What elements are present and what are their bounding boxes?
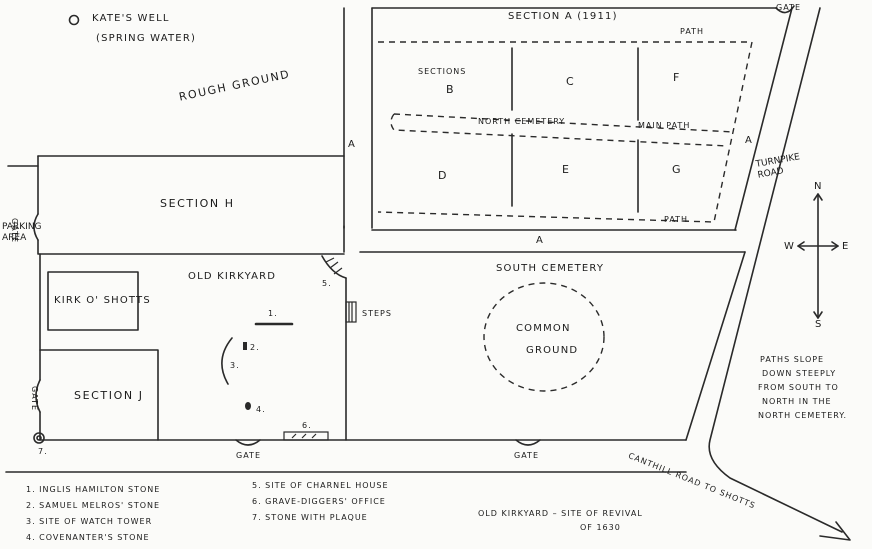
- path-top-label: Path: [680, 27, 705, 36]
- section-h-south-edge: [37, 239, 345, 255]
- section-e-label: E: [562, 163, 571, 176]
- turnpike-road-east-edge: [708, 7, 843, 533]
- section-c-label: C: [566, 75, 576, 88]
- gate-bottom-left-arc: [35, 379, 41, 413]
- gate-bottom-mid-arc: [235, 439, 261, 446]
- site-number-6: 6.: [302, 421, 312, 430]
- caption-line-1: Old Kirkyard – Site of Revival: [478, 509, 643, 518]
- site-number-7: 7.: [38, 447, 48, 456]
- samuel-melros-stone-marker: [243, 342, 247, 350]
- gate-bottom-right-arc: [515, 439, 541, 446]
- site-number-5: 5.: [322, 279, 332, 288]
- common-ground-label-1: Common: [516, 323, 571, 334]
- compass-e-label: E: [842, 241, 850, 252]
- grave-diggers-office: [283, 431, 329, 441]
- section-d-label: D: [438, 169, 449, 182]
- kirk-o-shotts-building: [47, 271, 139, 331]
- covenanters-stone-marker: [245, 402, 251, 410]
- slope-note-line-4: north in the: [762, 397, 832, 406]
- steps-label: Steps: [362, 309, 392, 318]
- kates-well-marker: [68, 14, 80, 26]
- stone-with-plaque-marker: [33, 432, 45, 444]
- road-a-vertical-label: A: [348, 139, 357, 150]
- slope-note-line-3: from south to: [758, 383, 839, 392]
- kates-well-label: Kate's Well: [92, 13, 170, 24]
- common-ground-label-2: Ground: [526, 345, 579, 356]
- stone-with-plaque-inner: [36, 435, 42, 441]
- slope-note-line-1: Paths slope: [760, 355, 825, 364]
- slope-note-line-2: down steeply: [762, 369, 837, 378]
- gate-bottom-left-label: Gate: [30, 386, 39, 411]
- road-a-horizontal-label: A: [536, 235, 545, 246]
- site-number-1: 1.: [268, 309, 278, 318]
- path-mid-label: Path: [664, 215, 689, 224]
- old-kirkyard-label: Old Kirkyard: [188, 271, 277, 282]
- section-h-label: Section H: [160, 197, 235, 210]
- steps-treads: [348, 302, 353, 322]
- steps-marker: [345, 301, 357, 323]
- section-a-label: Section A (1911): [508, 11, 618, 22]
- charnel-house-hatching: [325, 257, 343, 275]
- turnpike-road-west-edge-south: [685, 251, 746, 441]
- main-path-south-edge: [390, 113, 729, 147]
- compass-e-arrow: [831, 241, 839, 251]
- gate-bottom-mid-label: Gate: [236, 451, 261, 460]
- legend-item-7: 7. Stone with Plaque: [252, 513, 368, 522]
- spring-water-label: (Spring Water): [96, 33, 197, 44]
- compass-s-arrow: [813, 311, 823, 319]
- legend-item-1: 1. Inglis Hamilton Stone: [26, 485, 161, 494]
- compass-w-label: W: [784, 241, 796, 252]
- caption-line-2: of 1630: [580, 523, 621, 532]
- north-cemetery-label: North Cemetery: [478, 117, 566, 126]
- main-path-north-edge: [393, 113, 735, 133]
- legend-item-4: 4. Covenanter's Stone: [26, 533, 150, 542]
- site-number-2: 2.: [250, 343, 260, 352]
- gate-top-right-arc: [775, 5, 795, 14]
- kirk-o-shotts-label: Kirk o' Shotts: [54, 295, 151, 306]
- main-path-label: Main Path: [638, 121, 691, 130]
- section-b-label: B: [446, 83, 456, 96]
- north-cemetery-outer-path: [377, 41, 753, 223]
- watch-tower-site-arc: [221, 337, 233, 385]
- gate-left-arc: [33, 213, 39, 241]
- grave-diggers-office-hatching: [291, 433, 317, 439]
- compass-w-arrow: [797, 241, 805, 251]
- south-cemetery-label: South Cemetery: [496, 263, 605, 274]
- compass-n-arrow: [813, 193, 823, 201]
- compass-n-label: N: [814, 181, 823, 192]
- section-j-label: Section J: [74, 389, 144, 402]
- compass-s-label: S: [815, 319, 823, 330]
- road-a-diagonal-label: A: [745, 135, 754, 146]
- canthill-road-arrow: [819, 521, 851, 541]
- slope-note-line-5: North Cemetery.: [758, 411, 848, 420]
- site-number-4: 4.: [256, 405, 266, 414]
- legend-item-6: 6. Grave-Diggers' Office: [252, 497, 386, 506]
- site-number-3: 3.: [230, 361, 240, 370]
- gate-top-right-label: Gate: [776, 3, 801, 12]
- section-g-label: G: [672, 163, 683, 176]
- turnpike-road-west-edge-north: [734, 7, 793, 231]
- section-j-outline: [39, 349, 159, 441]
- common-ground-outline: [483, 282, 605, 392]
- gate-bottom-right-label: Gate: [514, 451, 539, 460]
- legend-item-2: 2. Samuel Melros' Stone: [26, 501, 161, 510]
- legend-item-3: 3. Site of Watch Tower: [26, 517, 153, 526]
- legend-item-5: 5. Site of Charnel House: [252, 481, 389, 490]
- gate-left-label: Gate: [10, 218, 19, 243]
- charnel-house-arc: [321, 255, 347, 279]
- section-f-label: F: [673, 71, 681, 84]
- sections-label: Sections: [418, 67, 467, 76]
